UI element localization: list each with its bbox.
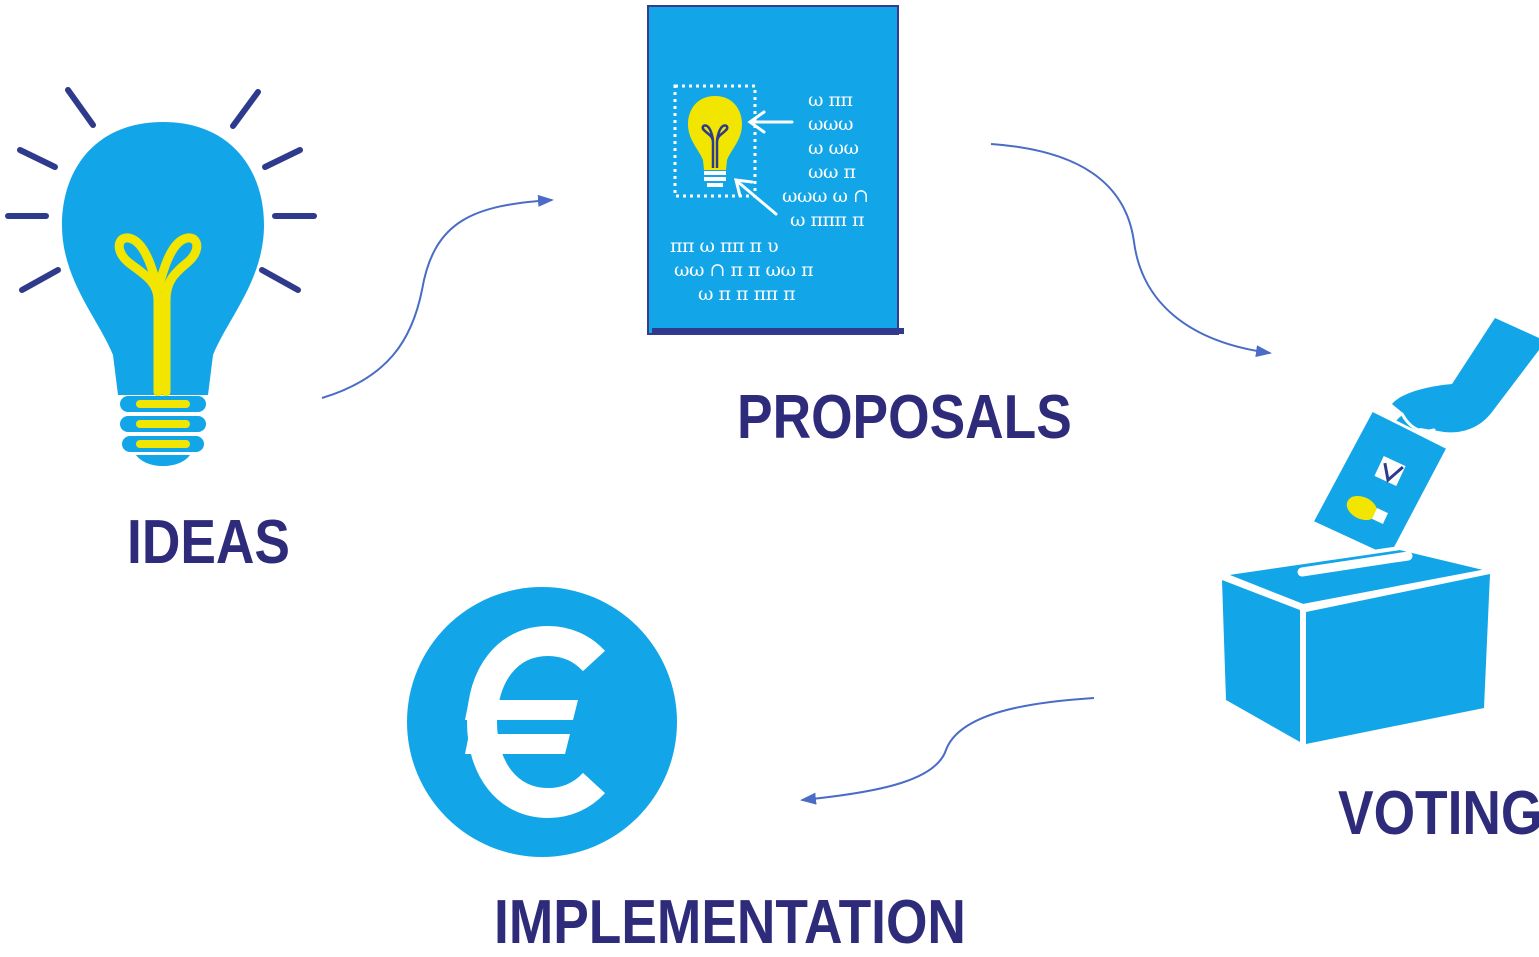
coin-disc <box>407 587 677 857</box>
euro-bar-bottom <box>465 734 570 754</box>
scribble-line: ωω ∩ π π ωω π <box>674 259 813 281</box>
box-front <box>1306 574 1490 744</box>
scribble-line: ωωω ω ∩ <box>782 185 868 207</box>
image-frame <box>673 84 757 198</box>
scribble-line: ωωω <box>808 113 853 135</box>
ballot-slot <box>1297 551 1413 577</box>
euro-bar-top <box>465 700 578 720</box>
box-lid <box>1214 545 1493 609</box>
box-side <box>1222 580 1300 742</box>
euro-coin-icon <box>407 587 677 857</box>
bulb-filament <box>114 233 202 397</box>
arrow-voting-to-implementation <box>800 697 1095 805</box>
scribble-line: ω ωω <box>808 137 859 159</box>
scribble-line: ππ ω ππ π υ <box>670 235 778 257</box>
scribble-line: ω ππ <box>808 89 853 111</box>
arrow-ideas-to-proposals <box>321 194 554 399</box>
pointer-arrows <box>734 110 794 216</box>
stage-label-implementation: IMPLEMENTATION <box>494 888 966 957</box>
stage-label-ideas: IDEAS <box>127 508 290 577</box>
proposal-document-icon: ω ππ ωωω ω ωω ωω π ωωω ω ∩ ω πππ π ππ ω … <box>647 5 904 335</box>
scribble-line: ωω π <box>808 161 856 183</box>
document-page <box>647 5 899 335</box>
stage-label-voting: VOTING <box>1338 779 1539 848</box>
ballot-box-icon <box>1214 318 1539 744</box>
document-scribbles: ω ππ ωωω ω ωω ωω π ωωω ω ∩ ω πππ π ππ ω … <box>670 89 869 305</box>
ballot-checkbox <box>1374 455 1406 487</box>
scribble-line: ω πππ π <box>790 209 864 231</box>
document-edge <box>652 328 904 334</box>
arrow-proposals-to-voting <box>990 143 1272 358</box>
lightbulb-icon <box>5 87 317 466</box>
voting-hand <box>1389 318 1539 443</box>
euro-sign <box>466 625 606 819</box>
scribble-line: ω π π ππ π <box>698 283 795 305</box>
mini-lightbulb-icon <box>688 96 742 187</box>
bulb-base <box>120 396 206 466</box>
flow-arrows <box>321 143 1272 805</box>
stage-label-proposals: PROPOSALS <box>737 383 1072 452</box>
ballot-lightbulb-icon <box>1346 495 1388 524</box>
bulb-glass <box>62 122 264 395</box>
light-rays <box>5 87 317 293</box>
